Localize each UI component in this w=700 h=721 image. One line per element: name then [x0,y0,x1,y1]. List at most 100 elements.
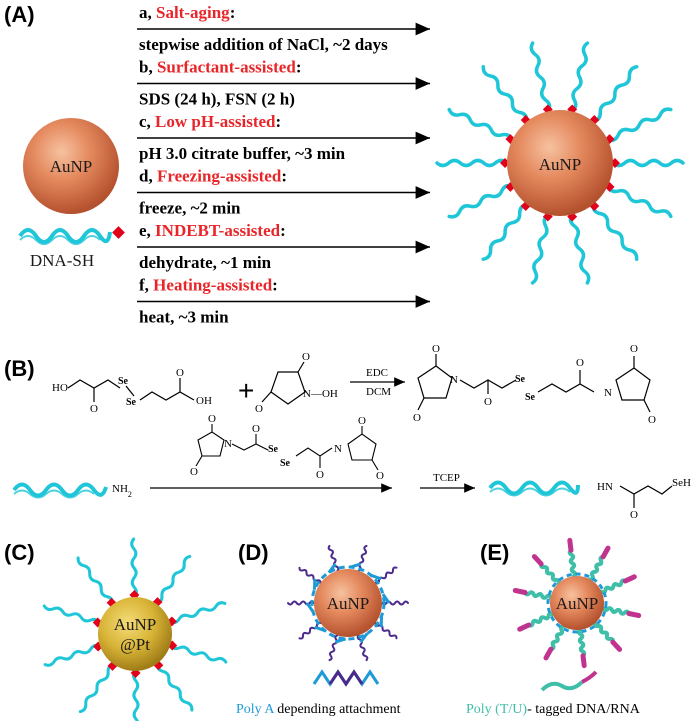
product-o-5: O [630,343,638,355]
reagent-o-1: O [208,413,216,425]
reagent-n-2: N [334,443,342,455]
strand [374,622,398,640]
strand [447,183,514,219]
aunp-label: AuNP [50,157,93,176]
strand-tag [512,588,528,595]
method-detail: dehydrate, ~1 min [139,253,272,272]
strand-tag [626,611,642,618]
poly-a-core [314,569,382,637]
strand [591,65,639,124]
panel-label-d: (D) [238,540,269,565]
chem-se-2: Se [126,397,137,408]
poly-a-ring [310,565,386,641]
reagent-se-1: Se [268,444,279,455]
tcep-label: TCEP [433,472,460,484]
product-o-2: O [413,412,421,424]
strand [155,662,194,712]
method-detail: stepwise addition of NaCl, ~2 days [139,35,388,54]
strand-tag [622,574,637,584]
aunp-pt-line2: @Pt [120,635,150,654]
panel-label-b: (B) [4,356,35,381]
nhs-molecule [261,361,306,405]
strand [529,41,552,114]
nhs-n-oh: N—OH [303,388,338,400]
panel-label-c: (C) [4,540,35,565]
product-o-3: O [484,396,492,408]
strand-tag [580,653,587,669]
product-se-2: Se [525,392,536,403]
diselenide-diacid [67,378,195,402]
strand [357,544,368,572]
reagent-se-2: Se [280,458,291,469]
strand [530,212,550,285]
strand-tag [600,545,611,560]
strand [328,634,339,662]
chem-o-2: O [176,367,184,379]
poly-tu-strand-sample [540,670,598,692]
seh-label: SeH [672,477,691,489]
strand [327,544,340,572]
poly-tu-corona [512,537,642,669]
strand [539,561,561,586]
edc-label: EDC [366,367,388,379]
hn-label: HN [597,481,613,493]
reagent-o-4: O [316,469,324,481]
nhs-o-top: O [302,351,310,363]
method-step-f: f, Heating-assisted: heat, ~3 min [137,276,430,327]
method-step-c: c, Low pH-assisted:pH 3.0 citrate buffer… [137,112,430,163]
method-title: d, Freezing-assisted: [139,167,287,186]
method-step-e: e, INDEBT-assisted: dehydrate, ~1 min [137,221,430,272]
dna-nh2-strand [12,482,108,499]
method-detail: heat, ~3 min [139,308,229,327]
reagent-o-6: O [376,470,384,482]
strand [548,624,566,652]
method-title: f, Heating-assisted: [139,276,278,295]
poly-a-anchor [381,593,391,604]
method-step-a: a, Salt-aging:stepwise addition of NaCl,… [137,3,430,54]
strand [588,554,606,582]
strand-tag [517,622,532,632]
strand [593,620,615,645]
strand [78,662,116,714]
nhs-diester-product [417,354,651,413]
product-o-4: O [576,357,584,369]
aunp-core [507,110,613,216]
poly-a-core-label: AuNP [327,594,370,613]
panel-label-a: (A) [4,2,35,27]
strand [526,611,555,628]
functionalized-aunp: AuNP [435,41,685,285]
strand [523,590,553,600]
chem-se-1: Se [118,376,129,387]
strand [298,566,322,584]
strand [570,41,590,114]
poly-tu-core-label: AuNP [556,594,599,613]
poly-tu-core [550,576,604,630]
strand [76,556,115,606]
strand [568,212,591,285]
strand [567,548,578,579]
strand [132,669,140,721]
reagent-o-3: O [252,423,260,435]
reagent-above-arrow [195,424,379,471]
method-title: c, Low pH-assisted: [139,112,281,131]
panel-label-e: (E) [480,540,509,565]
strand-tag [531,554,544,567]
strand [374,566,398,585]
strand [154,554,192,606]
method-detail: SDS (24 h), FSN (2 h) [139,90,295,109]
dna-seh-strand [488,480,580,497]
seh-linker [619,485,673,508]
method-title: e, INDEBT-assisted: [139,221,286,240]
chem-ho: HO [52,382,68,394]
product-n-1: N [450,374,458,386]
dcm-label: DCM [366,386,391,398]
aunp-pt-particle: AuNP @Pt [42,537,228,721]
strand [601,606,631,616]
amide-o: O [630,509,638,521]
strand [381,600,409,606]
method-step-b: b, Surfactant-assisted:SDS (24 h), FSN (… [137,58,430,109]
strand [298,621,322,640]
strand [435,158,509,168]
nhs-o-bottom: O [255,403,263,415]
aunp-core-label: AuNP [539,155,582,174]
